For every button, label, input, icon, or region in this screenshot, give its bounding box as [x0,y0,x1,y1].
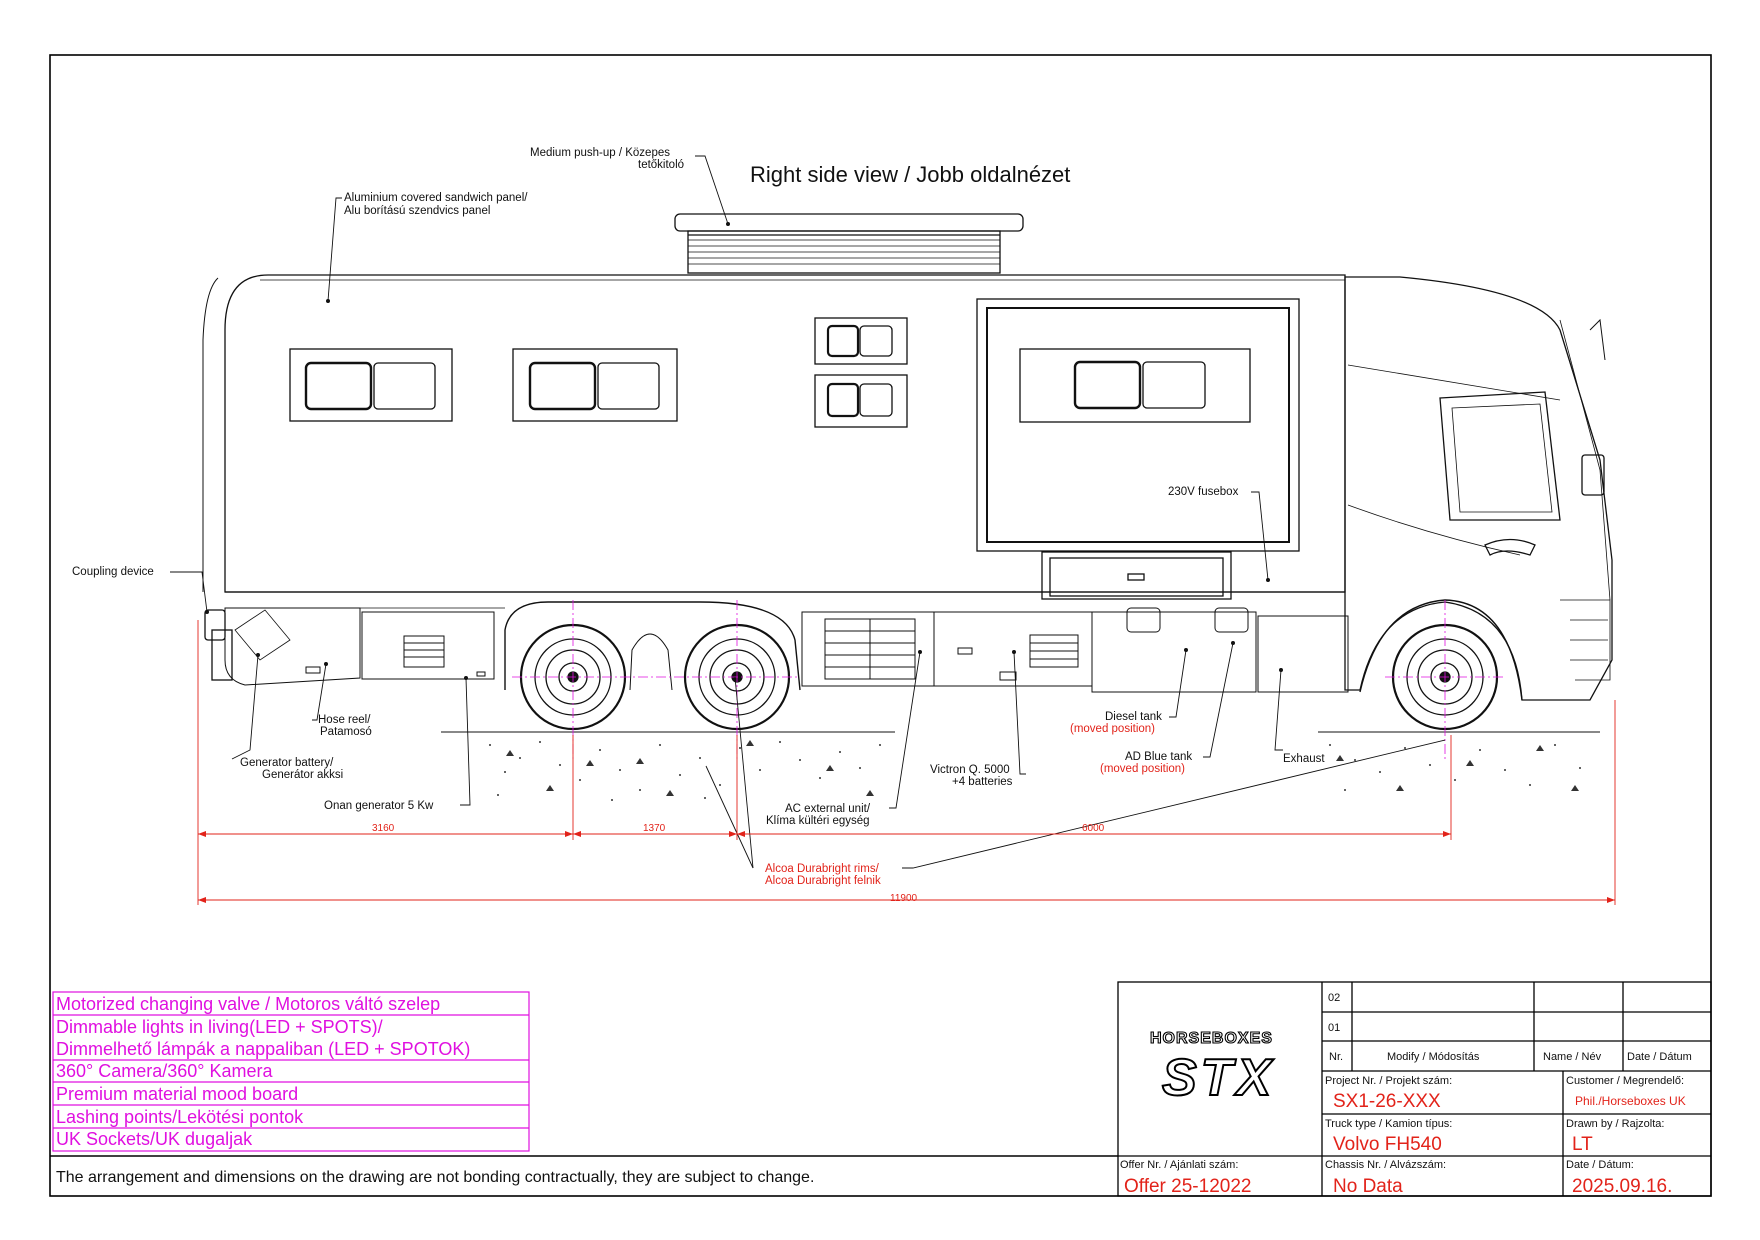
callout-sandwich-2: Alu borítású szendvics panel [344,205,490,217]
feature-list [52,991,530,1152]
logo-wordmark-main: STX [1162,1049,1275,1107]
luggage-hatch [1041,551,1232,600]
rev-header-date: Date / Dátum [1627,1051,1692,1063]
callout-exhaust: Exhaust [1283,753,1325,765]
title-block [1117,981,1712,1197]
wheel-arch-rear [504,601,801,691]
view-title: Right side view / Jobb oldalnézet [750,162,1070,187]
chassis-label: Chassis Nr. / Alvázszám: [1325,1159,1446,1171]
callout-hose-reel-1: Hose reel/ [318,714,371,726]
feature-item: Premium material mood board [56,1084,298,1104]
roof-hatch [674,213,1024,274]
truck-value: Volvo FH540 [1333,1134,1442,1155]
logo-wordmark-top: HORSEBOXES [1150,1030,1273,1047]
leader-dots [205,222,1283,680]
callouts: Medium push-up / Közepes tetőkitoló Alum… [72,147,1325,887]
axle-centerlines [512,600,1505,760]
chassis-value: No Data [1333,1176,1403,1197]
window-middle [512,348,678,422]
truck-cab [1344,276,1613,701]
callout-diesel-note: (moved position) [1070,723,1155,735]
rev-header-nr: Nr. [1329,1051,1343,1063]
offer-value: Offer 25-12022 [1124,1176,1251,1197]
slide-out-section [976,298,1300,552]
window-small-upper [814,317,908,365]
drawn-value: LT [1572,1134,1593,1155]
callout-sandwich-1: Aluminium covered sandwich panel/ [344,192,528,204]
dim-1370: 1370 [643,823,666,834]
leader-lines [170,155,1446,869]
dim-11900: 11900 [890,893,918,904]
feature-item: Dimmelhető lámpák a nappaliban (LED + SP… [56,1039,470,1059]
callout-ac-unit-1: AC external unit/ [785,803,871,815]
feature-item: Dimmable lights in living(LED + SPOTS)/ [56,1017,383,1037]
callout-coupling: Coupling device [72,566,154,578]
drawn-label: Drawn by / Rajzolta: [1566,1118,1664,1130]
callout-diesel: Diesel tank [1105,711,1162,723]
callout-victron-2: +4 batteries [952,776,1013,788]
callout-adblue: AD Blue tank [1125,751,1192,763]
dimension-lines [197,620,1616,905]
box-body [202,274,1346,593]
sheet-border [49,54,1712,1197]
window-rear [289,348,453,422]
customer-label: Customer / Megrendelő: [1566,1075,1684,1087]
rev-row-01: 01 [1328,1022,1340,1034]
callout-ac-unit-2: Klíma kültéri egység [766,815,870,827]
rev-row-02: 02 [1328,992,1340,1004]
date-value: 2025.09.16. [1572,1176,1672,1197]
project-value: SX1-26-XXX [1333,1091,1441,1112]
callout-fusebox: 230V fusebox [1168,486,1239,498]
dim-3160: 3160 [372,823,395,834]
rev-header-name: Name / Név [1543,1051,1602,1063]
project-label: Project Nr. / Projekt szám: [1325,1075,1452,1087]
callout-adblue-note: (moved position) [1100,763,1185,775]
feature-texts: Motorized changing valve / Motoros váltó… [56,994,470,1149]
feature-item: 360° Camera/360° Kamera [56,1061,273,1081]
window-small-lower [814,374,908,428]
callout-victron-1: Victron Q. 5000 [930,764,1010,776]
callout-onan: Onan generator 5 Kw [324,800,434,812]
ground-texture [441,731,1600,801]
lockers [224,607,1349,693]
callout-rims-2: Alcoa Durabright felnik [765,875,881,887]
feature-item: Lashing points/Lekötési pontok [56,1107,304,1127]
callout-gen-battery-2: Generátor akksi [262,769,343,781]
dim-6000: 6000 [1082,823,1105,834]
callout-hose-reel-2: Patamosó [320,726,372,738]
dimension-labels: 3160 1370 6000 11900 [372,823,1105,904]
coupling-device [204,609,291,681]
disclaimer: The arrangement and dimensions on the dr… [56,1169,814,1186]
customer-value: Phil./Horseboxes UK [1575,1094,1686,1108]
rev-header-modify: Modify / Módosítás [1387,1051,1480,1063]
truck-label: Truck type / Kamion típus: [1325,1118,1452,1130]
feature-item: Motorized changing valve / Motoros váltó… [56,994,440,1014]
offer-label: Offer Nr. / Ajánlati szám: [1120,1159,1238,1171]
callout-rims-1: Alcoa Durabright rims/ [765,863,880,875]
callout-roof-hatch-2: tetőkitoló [638,159,684,171]
company-logo: HORSEBOXES STX [1149,1029,1275,1108]
date-label: Date / Dátum: [1566,1159,1634,1171]
callout-roof-hatch-1: Medium push-up / Közepes [530,147,670,159]
callout-gen-battery-1: Generator battery/ [240,757,334,769]
motorhome-side-view [202,213,1613,731]
feature-item: UK Sockets/UK dugaljak [56,1129,253,1149]
